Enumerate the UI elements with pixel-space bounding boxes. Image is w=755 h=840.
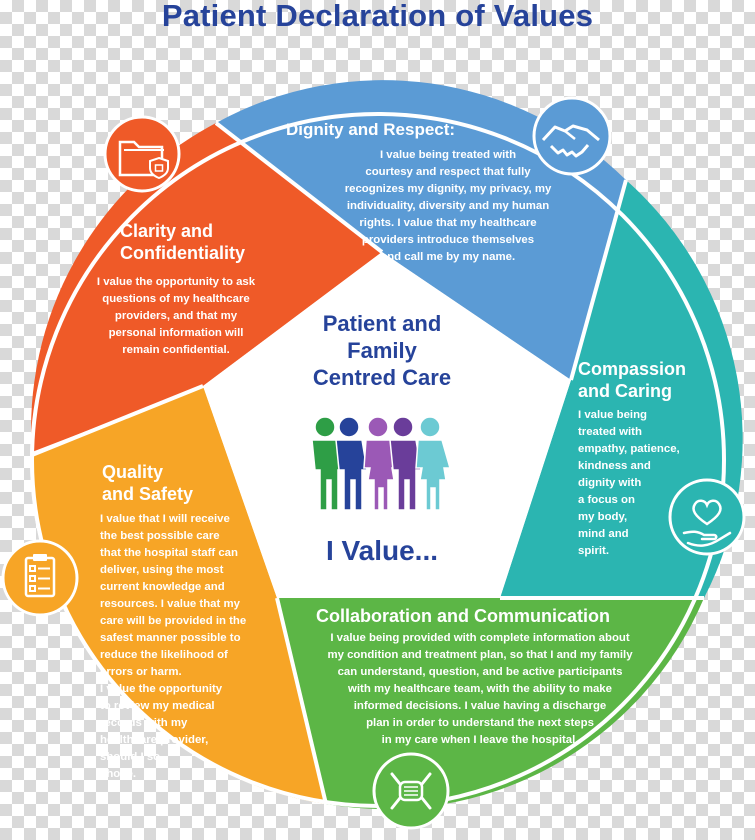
handshake-icon <box>532 96 612 176</box>
quality-body: I value that I will receive the best pos… <box>100 513 247 780</box>
family-people-icon <box>311 416 451 511</box>
collaboration-heading: Collaboration and Communication <box>316 606 611 626</box>
segment-collaboration <box>277 598 704 810</box>
dignity-body: I value being treated with courtesy and … <box>344 149 552 263</box>
clarity-heading: Clarity and Confidentiality <box>120 221 245 263</box>
quality-heading: Quality and Safety <box>102 462 194 504</box>
person-figure <box>335 416 368 511</box>
person-figure <box>415 416 451 511</box>
dignity-heading: Dignity and Respect: <box>286 120 456 139</box>
joined-hands-icon <box>372 752 450 830</box>
page-title: Patient Declaration of Values <box>161 0 594 33</box>
center-heading: Patient and Family Centred Care <box>312 311 452 390</box>
segment-dividers <box>31 121 704 805</box>
segment-dignity <box>216 80 626 380</box>
person-figure <box>311 416 344 511</box>
folder-lock-icon <box>103 115 181 193</box>
clarity-body: I value the opportunity to ask questions… <box>96 276 256 356</box>
clipboard-checklist-icon <box>1 539 79 617</box>
compassion-body: I value being treated with empathy, pati… <box>578 409 680 557</box>
segment-quality <box>31 386 327 804</box>
segment-clarity <box>31 123 383 460</box>
heart-in-hand-icon <box>668 478 746 556</box>
center-tagline: I Value... <box>325 535 439 566</box>
compassion-heading: Compassion and Caring <box>578 359 687 401</box>
person-figure <box>389 416 422 511</box>
collaboration-body: I value being provided with complete inf… <box>327 632 633 746</box>
